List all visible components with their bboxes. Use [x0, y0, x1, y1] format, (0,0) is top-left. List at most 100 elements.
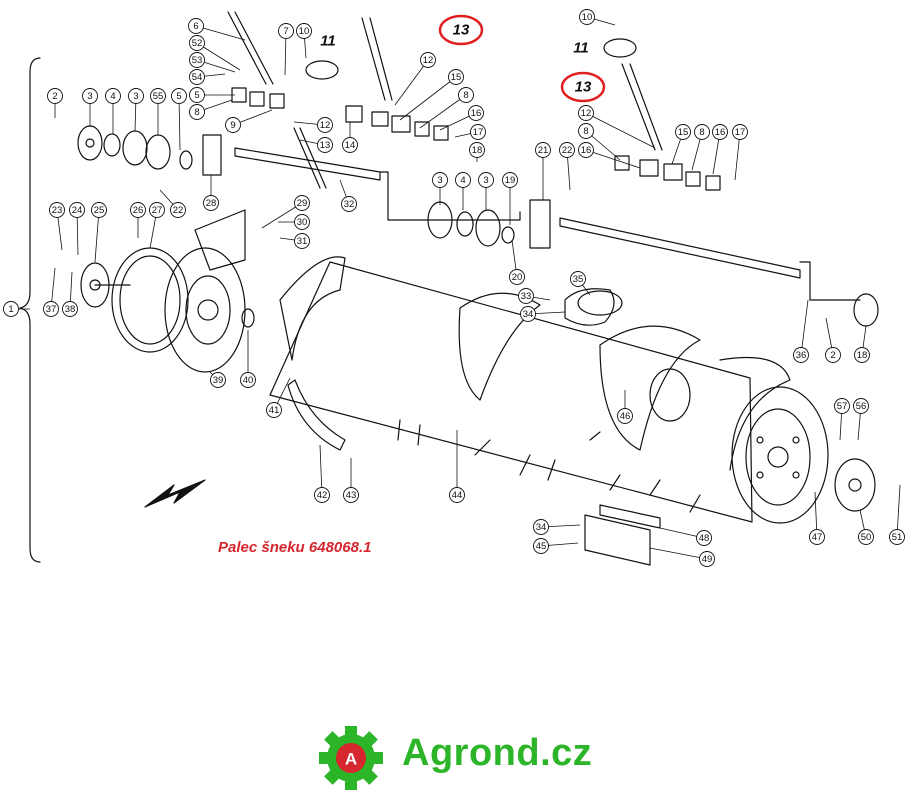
callout-number: 18	[472, 145, 483, 156]
callout-circle	[69, 202, 85, 218]
callout-15: 15	[675, 124, 691, 140]
callout-circle	[317, 137, 333, 153]
callout-number: 5	[176, 91, 181, 102]
callout-circle	[468, 105, 484, 121]
callout-circle	[341, 196, 357, 212]
callout-number: 23	[52, 205, 63, 216]
drum-ring	[111, 247, 189, 353]
callout-circle	[225, 117, 241, 133]
callout-number: 16	[471, 108, 482, 119]
callout-number: 20	[512, 272, 523, 283]
callout-circle	[130, 202, 146, 218]
callout-circle	[240, 372, 256, 388]
callout-number: 44	[452, 490, 463, 501]
side-plate	[164, 247, 246, 373]
callout-number: 1	[8, 304, 13, 315]
callout-1: 1	[3, 301, 19, 317]
callout-circle	[699, 551, 715, 567]
callout-number: 30	[297, 217, 308, 228]
callout-43: 43	[343, 487, 359, 503]
drum-end-plate	[745, 408, 811, 506]
leader-line	[94, 209, 100, 263]
callout-circle	[314, 487, 330, 503]
callout-circle	[469, 142, 485, 158]
callout-number: 54	[192, 72, 203, 83]
part-label-11: 11	[573, 40, 589, 57]
callout-number: 41	[269, 405, 280, 416]
callout-circle	[49, 202, 65, 218]
callout-3: 3	[128, 88, 144, 104]
callout-number: 12	[581, 108, 592, 119]
callout-number: 37	[46, 304, 57, 315]
callout-number: 3	[87, 91, 92, 102]
auger-flight-4	[719, 356, 791, 471]
callout-circle	[535, 142, 551, 158]
brand-name: Agrond.cz	[402, 732, 593, 774]
callout-circle	[509, 269, 525, 285]
leader-line	[585, 112, 656, 149]
callout-16: 16	[712, 124, 728, 140]
callout-number: 51	[892, 532, 903, 543]
auger-drum	[269, 261, 753, 523]
highlight-ring	[560, 71, 606, 103]
callout-8: 8	[189, 104, 205, 120]
leader-line	[800, 299, 809, 356]
callout-16: 16	[578, 142, 594, 158]
callout-number: 56	[856, 401, 867, 412]
callout-number: 47	[812, 532, 823, 543]
callout-19: 19	[502, 172, 518, 188]
callout-number: 27	[152, 205, 163, 216]
callout-18: 18	[469, 142, 485, 158]
callout-circle	[343, 487, 359, 503]
plain-labels: 11 11	[320, 33, 589, 57]
callout-49: 49	[699, 551, 715, 567]
callout-number: 24	[72, 205, 83, 216]
callout-number: 35	[573, 274, 584, 285]
callout-number: 32	[344, 199, 355, 210]
callout-circle	[3, 301, 19, 317]
callout-number: 8	[463, 90, 468, 101]
callout-3: 3	[82, 88, 98, 104]
callout-circle	[170, 202, 186, 218]
machine-line-drawing	[19, 11, 879, 566]
callout-number: 15	[678, 127, 689, 138]
callout-circle	[825, 347, 841, 363]
callout-24: 24	[69, 202, 85, 218]
callout-circle	[420, 52, 436, 68]
callout-35: 35	[570, 271, 586, 287]
callout-27: 27	[149, 202, 165, 218]
callout-circle	[793, 347, 809, 363]
rod-13-left	[361, 17, 393, 101]
callout-22: 22	[559, 142, 575, 158]
callout-number: 15	[451, 72, 462, 83]
leader-line	[399, 76, 457, 121]
callout-8: 8	[458, 87, 474, 103]
callout-number: 34	[536, 522, 547, 533]
callout-15: 15	[448, 69, 464, 85]
logo-letter: A	[345, 750, 357, 769]
callout-circle	[559, 142, 575, 158]
main-shaft-32	[234, 147, 381, 181]
callout-circle	[455, 172, 471, 188]
callout-number: 10	[299, 26, 310, 37]
callout-circle	[294, 214, 310, 230]
callout-number: 17	[473, 127, 484, 138]
callout-18: 18	[854, 347, 870, 363]
callout-number: 2	[830, 350, 835, 361]
callout-circle	[694, 124, 710, 140]
callout-circle	[533, 519, 549, 535]
callout-number: 3	[437, 175, 442, 186]
callout-circle	[210, 372, 226, 388]
callout-number: 50	[861, 532, 872, 543]
callout-23: 23	[49, 202, 65, 218]
callout-22: 22	[170, 202, 186, 218]
gear-logo-icon: A	[319, 726, 383, 790]
callout-9: 9	[225, 117, 241, 133]
callout-number: 55	[153, 91, 164, 102]
callout-17: 17	[470, 124, 486, 140]
group-brace	[19, 57, 41, 563]
callout-circle	[128, 88, 144, 104]
callout-34: 34	[520, 306, 536, 322]
callout-number: 16	[715, 127, 726, 138]
callout-circle	[502, 172, 518, 188]
